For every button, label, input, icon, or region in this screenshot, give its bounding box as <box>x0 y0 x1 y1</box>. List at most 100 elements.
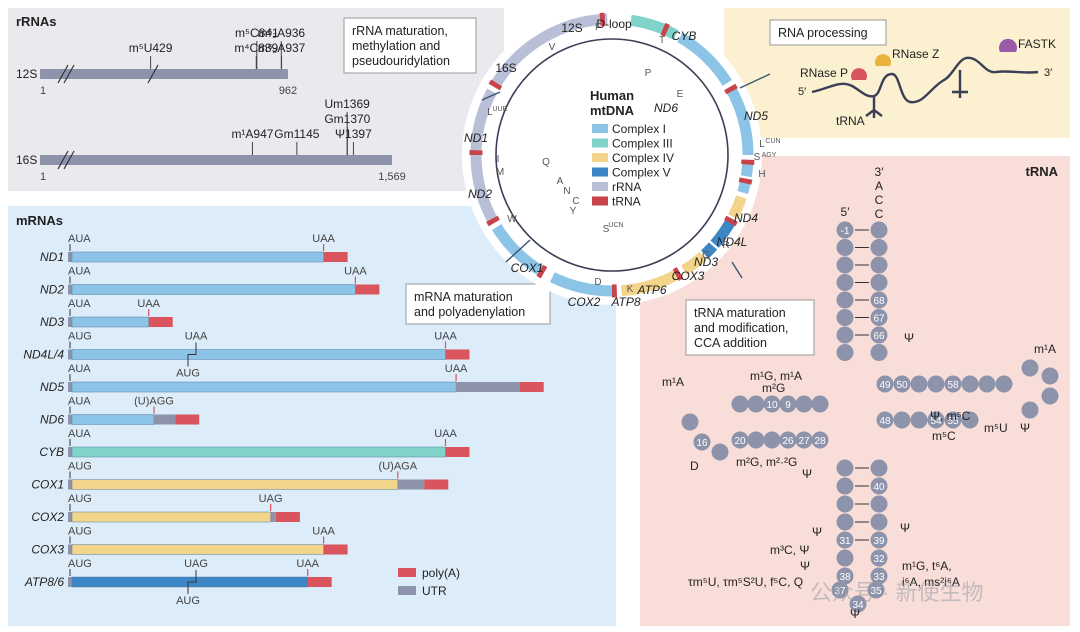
trna-nucleotide <box>1041 367 1059 385</box>
circle-trna-letter: UUR <box>492 106 507 113</box>
mrna-5utr <box>68 512 72 522</box>
trna-maturation-label-line: tRNA maturation <box>694 306 786 320</box>
arrow-to-trna-panel <box>731 261 743 279</box>
trna-nucleotide <box>870 531 888 549</box>
mrna-coding-region <box>71 284 356 295</box>
rrna-maturation-label-line: rRNA maturation, <box>352 24 448 38</box>
mrna-3utr <box>456 382 520 392</box>
trna-modification-label: Ψ <box>802 467 812 481</box>
mrna-polya-tail <box>175 414 200 425</box>
mrna-start-codon: AUA <box>68 363 91 375</box>
circle-trna-mark <box>724 215 738 227</box>
rnase-z-icon <box>875 54 892 66</box>
circle-trna-letter: D <box>594 277 601 288</box>
circle-trna-letter: I <box>497 154 500 165</box>
circle-legend-label: Complex IV <box>612 151 674 165</box>
trna-position-number: 54 <box>930 416 942 427</box>
arrow-to-mrna-panel <box>505 239 531 263</box>
trna-position-number: 55 <box>947 416 959 427</box>
mrna-5utr <box>68 349 72 360</box>
circle-gene-arc <box>489 13 608 90</box>
mrna-coding-region <box>71 414 155 425</box>
circle-trna-letter: W <box>507 214 517 225</box>
rrna-12s-break-mark <box>57 64 69 84</box>
trna-modification-label: Ψ <box>812 525 822 539</box>
mrna-gene-name: COX2 <box>31 510 64 524</box>
trna-modification-label: τm⁵U, τm⁵S²U, f⁵C, Q <box>688 575 803 589</box>
rrna-16s-mod-label: Ψ1397 <box>335 127 372 141</box>
mrna-gene-name: ND1 <box>40 250 64 264</box>
mrna-stop-codon: UAA <box>312 233 335 245</box>
trna-nucleotide <box>961 411 979 429</box>
processing-trna-stem <box>865 96 883 118</box>
trna-nucleotide <box>836 309 854 326</box>
mrna-start-codon: AUA <box>68 298 91 310</box>
circle-trna-letter: E <box>677 89 684 100</box>
circle-trna-letter: C <box>572 196 579 207</box>
mrna-stop-codon: UAA <box>312 526 335 538</box>
mrna-gene-name: ND2 <box>40 283 64 297</box>
mrna-maturation-label-box <box>405 283 551 325</box>
mrna-start-codon: AUA <box>68 428 91 440</box>
trna-nucleotide <box>870 221 888 239</box>
mrna-3utr <box>154 414 176 425</box>
trna-modification-label: Ψ <box>800 559 810 573</box>
mrna-polya-tail <box>323 544 348 555</box>
trna-nucleotide <box>693 433 711 451</box>
trna-modification-label: m⁵U <box>984 421 1008 435</box>
trna-nucleotide <box>763 431 781 449</box>
trna-modification-label: m¹A <box>662 375 684 389</box>
rrna-16s-mod-label: Gm1370 <box>324 112 370 126</box>
circle-gene-label: ND1 <box>464 131 488 145</box>
rrna-16s-end-label: 1,569 <box>378 171 406 183</box>
rnase-p-label: RNase P <box>800 66 848 80</box>
rrna-maturation-label-line: pseudouridylation <box>352 54 450 68</box>
trna-nucleotide <box>870 567 888 585</box>
trna-nucleotide <box>849 595 867 613</box>
trna-maturation-label-line: and modification, <box>694 321 789 335</box>
rrna-12s-mod-label: m⁶₂A936 <box>257 26 305 40</box>
trna-position-number: 27 <box>798 436 810 447</box>
mrna-coding-region <box>71 381 457 393</box>
trna-modification-label: m⁵C <box>932 429 956 443</box>
trna-modification-label: Ψ, m⁵C <box>930 409 971 423</box>
mrna-stop-codon: UAA <box>344 266 367 278</box>
trna-nucleotide <box>836 495 854 513</box>
trna-position-number: 58 <box>947 380 959 391</box>
circle-gene-label: ATP8 <box>610 295 640 309</box>
trna-modification-label: m²G, m²·²G <box>736 455 797 469</box>
circle-gene-arc <box>630 14 679 40</box>
trna-modification-label: m³C, Ψ <box>770 543 809 557</box>
mrna-stop-codon: UAA <box>434 331 457 343</box>
circle-gene-arc <box>470 88 500 226</box>
trna-nucleotide <box>831 581 849 599</box>
trna-nucleotide <box>870 256 888 274</box>
trna-position-number: -1 <box>841 226 850 237</box>
circle-gene-label: ND5 <box>744 109 768 123</box>
circle-trna-letter: H <box>758 169 765 180</box>
circle-gene-label: ND6 <box>654 101 678 115</box>
rrna-16s-mod-label: m¹A947 <box>231 127 273 141</box>
fastk-label: FASTK <box>1018 37 1056 51</box>
trna-nucleotide <box>893 411 911 429</box>
mrna-stop-codon: UAA <box>296 558 319 570</box>
circle-gene-label: ND4L <box>717 235 748 249</box>
rrna-16s-mod-label: Gm1145 <box>274 127 319 141</box>
rrna-12s-mod-label: m⁵U429 <box>129 41 173 55</box>
trna-title: tRNA <box>1026 164 1059 179</box>
circle-trna-letter: T <box>659 35 665 46</box>
trna-position-number: 39 <box>873 536 885 547</box>
trna-nucleotide <box>893 375 911 393</box>
circle-trna-letter: L <box>759 139 765 150</box>
mrna-polya-tail <box>445 349 470 360</box>
mrna-start-codon: AUA <box>68 396 91 408</box>
trna-nucleotide <box>811 431 829 449</box>
legend-utr-label: UTR <box>422 584 447 598</box>
mrna-overlap-arrow <box>187 570 197 594</box>
mrna-start-codon: AUG <box>68 331 92 343</box>
circle-legend-swatch <box>592 182 608 191</box>
processing-trna-stem <box>952 70 968 98</box>
rrna-16s-strand <box>40 155 392 165</box>
trna-nucleotide <box>870 274 888 291</box>
trna-nucleotide <box>795 395 813 413</box>
